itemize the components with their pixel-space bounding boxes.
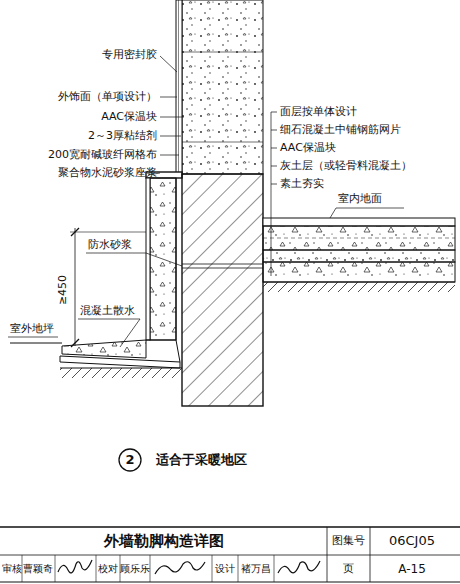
table-cell: 设计 [215,563,235,575]
part-label: 混凝土散水 [80,304,135,317]
layer-label: 面层按单体设计 [280,105,357,118]
part-label: 防水砂浆 [88,238,132,251]
part-label: AAC保温块 [101,110,157,123]
detail-caption: 适合于采暖地区 [156,452,247,468]
part-label: 外饰面（单项设计） [58,90,157,103]
ground-label: 室外地坪 [10,322,54,335]
table-cell: 页 [343,562,354,575]
table-cell: 审核 [2,563,22,575]
floor-label: 室内地面 [338,192,382,205]
layer-label: 细石混凝土中铺钢筋网片 [280,123,401,136]
layer-label: AAC保温块 [280,141,336,154]
layer-label: 灰土层（或轻骨料混凝土） [280,159,412,172]
table-cell: 校对 [98,563,118,575]
table-cell: 褚万昌 [241,563,271,575]
part-label: 专用密封胶 [102,48,157,61]
callout-number: 2 [125,452,134,468]
part-label: 聚合物水泥砂浆座浆 [58,166,157,179]
sheet-title: 外墙勒脚构造详图 [104,532,224,550]
layer-label: 素土夯实 [280,177,324,190]
dimension: ≥450 [56,275,69,305]
table-cell: 图集号 [332,534,365,547]
table-cell: 顾乐乐 [120,563,150,575]
part-label: 200宽耐碱玻纤网格布 [48,148,157,161]
part-label: 2～3厚粘结剂 [88,129,157,142]
table-cell: 曹颖奇 [23,563,53,575]
table-cell: 06CJ05 [389,533,435,549]
table-cell: A-15 [398,562,426,576]
